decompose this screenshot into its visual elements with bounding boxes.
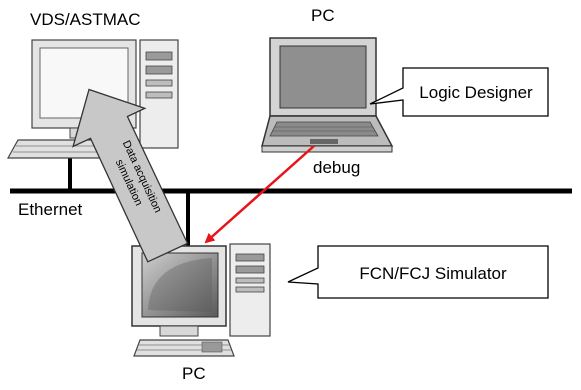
vds-astmac-label: VDS/ASTMAC [30,10,141,29]
data-acquisition-arrow [72,88,189,263]
top-pc-label: PC [311,6,335,25]
pc-workstation-icon [131,243,271,357]
ethernet-label: Ethernet [18,200,83,219]
bottom-pc-label: PC [182,364,206,383]
debug-label: debug [313,158,361,177]
laptop-icon [261,37,394,153]
logic-designer-label: Logic Designer [419,83,533,102]
simulator-callout [287,245,549,299]
debug-arrow [204,145,315,244]
simulator-label: FCN/FCJ Simulator [359,264,507,283]
logic-designer-callout [369,67,549,117]
